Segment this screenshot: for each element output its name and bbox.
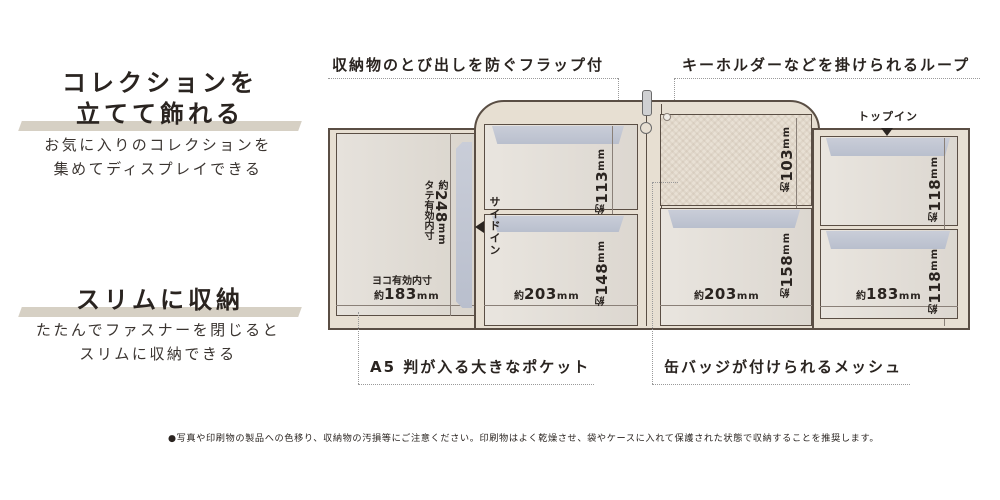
left-vertical-value: 約248mm — [432, 180, 450, 246]
right-lower-height: 約118mm — [926, 248, 944, 314]
center-left-lower-pocket — [484, 214, 638, 326]
side-pocket-insert — [456, 142, 472, 308]
dimension-unit: mm — [898, 291, 922, 302]
pocket-flap — [492, 216, 624, 232]
callout-badge-mesh: 缶バッジが付けられるメッシュ — [664, 358, 903, 376]
dimension-value: 148 — [593, 262, 611, 296]
center-left-lower-height: 約148mm — [593, 240, 611, 306]
dimension-value: 158 — [778, 254, 796, 288]
feature-title-line: 立てて飾れる — [76, 100, 244, 128]
dimension-value: 103 — [778, 148, 796, 182]
dimension-value: 203 — [704, 285, 737, 303]
leader-line — [674, 78, 980, 79]
feature-description-line: たたんでファスナーを閉じると — [35, 321, 281, 339]
dimension-prefix: 約 — [694, 291, 704, 302]
a5-pocket — [336, 133, 476, 316]
pocket-flap — [492, 126, 624, 144]
feature-description-line: スリムに収納できる — [79, 345, 237, 363]
side-in-label: サイドイン — [488, 196, 501, 256]
dimension-unit: mm — [416, 291, 440, 302]
dimension-prefix: 約 — [514, 291, 524, 302]
dimension-unit: mm — [781, 126, 792, 149]
side-in-arrow-icon — [475, 221, 484, 233]
feature-title-line: コレクションを — [62, 69, 258, 97]
dimension-prefix: 約 — [596, 203, 607, 214]
callout-flap: 収納物のとび出しを防ぐフラップ付 — [332, 56, 605, 74]
feature-title-slim: スリムに収納 — [0, 285, 320, 316]
mesh-ring-icon — [663, 113, 671, 121]
dimension-label: ヨコ有効内寸 — [372, 276, 432, 287]
dimension-prefix: 約 — [436, 180, 447, 190]
feature-description-slim: たたんでファスナーを閉じると スリムに収納できる — [8, 318, 308, 366]
leader-line — [652, 182, 678, 183]
dimension-value: 118 — [926, 270, 944, 304]
leader-line — [358, 312, 359, 384]
dimension-unit: mm — [929, 156, 940, 179]
pocket-seam — [450, 133, 451, 316]
center-right-width: 約203mm — [694, 285, 760, 303]
pocket-flap — [826, 138, 950, 156]
leader-line — [674, 78, 675, 116]
dimension-prefix: 約 — [929, 211, 940, 222]
dimension-value: 183 — [866, 285, 899, 303]
dimension-unit: mm — [436, 222, 447, 246]
dimension-prefix: 約 — [929, 303, 940, 314]
zipper-pull-icon — [642, 90, 652, 116]
footnote: ●写真や印刷物の製品への色移り、収納物の汚損等にご注意ください。印刷物はよく乾燥… — [168, 433, 880, 444]
dimension-unit: mm — [736, 291, 760, 302]
leader-line — [328, 78, 618, 79]
badge-mesh-panel — [660, 114, 812, 206]
dimension-prefix: 約 — [596, 295, 607, 306]
dimension-prefix: 約 — [781, 287, 792, 298]
feature-description-display: お気に入りのコレクションを 集めてディスプレイできる — [8, 133, 308, 181]
feature-title-line: スリムに収納 — [76, 286, 244, 314]
dimension-prefix: 約 — [856, 291, 866, 302]
dimension-prefix: 約 — [374, 291, 384, 302]
right-upper-height: 約118mm — [926, 156, 944, 222]
pocket-seam — [336, 305, 476, 306]
dimension-value: 183 — [384, 285, 417, 303]
center-right-lower-height: 約158mm — [778, 232, 796, 298]
center-left-upper-height: 約113mm — [593, 148, 611, 214]
dimension-unit: mm — [929, 248, 940, 271]
dimension-prefix: 約 — [781, 181, 792, 192]
dimension-unit: mm — [596, 240, 607, 263]
center-right-upper-height: 約103mm — [778, 126, 796, 192]
top-in-arrow-icon — [881, 128, 893, 136]
pocket-flap — [668, 210, 800, 228]
left-horizontal-value: 約183mm — [374, 285, 440, 303]
zipper-ring-icon — [640, 122, 652, 134]
dimension-value: 118 — [926, 178, 944, 212]
leader-line — [652, 182, 653, 384]
feature-description-line: お気に入りのコレクションを — [44, 136, 272, 154]
dimension-unit: mm — [596, 148, 607, 171]
dimension-value: 113 — [593, 170, 611, 204]
pocket-seam — [484, 305, 638, 306]
pocket-seam — [820, 306, 958, 307]
dimension-value: 248 — [432, 190, 450, 223]
leader-line — [358, 384, 594, 385]
feature-title-display: コレクションを 立てて飾れる — [0, 68, 320, 130]
dimension-value: 203 — [524, 285, 557, 303]
callout-loop: キーホルダーなどを掛けられるループ — [682, 56, 971, 74]
dimension-unit: mm — [556, 291, 580, 302]
top-in-label: トップイン — [858, 110, 918, 123]
right-width: 約183mm — [856, 285, 922, 303]
left-vertical-dimension: タテ有効内寸 — [420, 180, 434, 240]
callout-a5-pocket: A5 判が入る大きなポケット — [370, 358, 591, 376]
left-horizontal-dimension: ヨコ有効内寸 — [372, 272, 432, 287]
center-left-width: 約203mm — [514, 285, 580, 303]
pocket-flap — [826, 231, 950, 249]
pocket-seam — [660, 305, 812, 306]
dimension-label: タテ有効内寸 — [422, 180, 433, 240]
leader-line — [652, 384, 910, 385]
dimension-unit: mm — [781, 232, 792, 255]
feature-description-line: 集めてディスプレイできる — [53, 160, 263, 178]
